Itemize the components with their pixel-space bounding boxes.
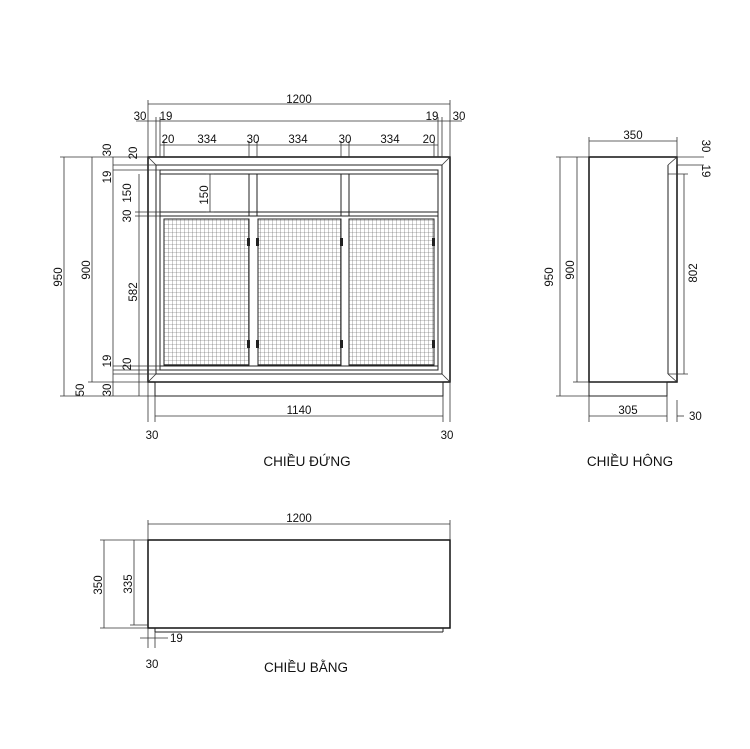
dim-shelf-150-left: 150 xyxy=(122,183,134,202)
dim-door-582: 582 xyxy=(128,282,140,301)
side-dim-top-19: 19 xyxy=(699,165,711,178)
front-bevel-line xyxy=(147,373,157,383)
dim-top-30: 30 xyxy=(102,144,114,157)
front-inner-body xyxy=(159,169,439,371)
dim-right-inner: 19 xyxy=(426,111,439,123)
front-view: 1200 30 19 19 30 20 334 30 334 30 334 20… xyxy=(53,94,465,469)
front-bevel-line xyxy=(147,156,157,166)
dim-left-inner: 19 xyxy=(160,111,173,123)
hinge-icon xyxy=(432,340,435,348)
dim-rail-30: 30 xyxy=(122,210,134,223)
hinge-icon xyxy=(340,238,343,246)
front-door-rattan-1 xyxy=(163,218,250,366)
side-bevel-line xyxy=(667,373,678,383)
hinge-icon xyxy=(247,238,250,246)
side-dim-depth: 350 xyxy=(623,130,642,142)
front-view-title: CHIỀU ĐỨNG xyxy=(263,454,350,469)
hinge-icon xyxy=(247,340,250,348)
side-dim-height-900: 900 xyxy=(565,260,577,279)
dim-left-gap: 20 xyxy=(162,134,175,146)
dim-base-50: 50 xyxy=(75,384,87,397)
dim-base-width: 1140 xyxy=(287,405,312,417)
dim-top-20: 20 xyxy=(128,147,140,160)
side-view: 350 30 19 950 900 802 305 30 CHIỀU HÔNG xyxy=(544,130,711,469)
hinge-icon xyxy=(256,340,259,348)
dim-left-frame: 30 xyxy=(134,111,147,123)
side-dim-base-depth: 305 xyxy=(618,405,637,417)
dim-bottom-19: 19 xyxy=(102,355,114,368)
front-base-plinth xyxy=(154,381,444,397)
dim-shelf-150: 150 xyxy=(199,185,211,204)
top-dim-depth-335: 335 xyxy=(123,574,135,593)
dim-bottom-20: 20 xyxy=(122,358,134,371)
top-dim-width: 1200 xyxy=(286,513,312,525)
front-divider-post xyxy=(248,173,258,217)
hinge-icon xyxy=(432,238,435,246)
front-bevel-line xyxy=(441,156,451,166)
dim-door-1: 334 xyxy=(197,134,217,146)
dim-base-right-30: 30 xyxy=(441,430,454,442)
front-divider-post xyxy=(340,173,350,217)
dim-right-gap: 20 xyxy=(423,134,436,146)
front-bevel-line xyxy=(441,373,451,383)
dim-door-2: 334 xyxy=(288,134,308,146)
side-base-plinth xyxy=(588,381,668,397)
top-dim-depth-350: 350 xyxy=(93,575,105,594)
dim-top-19: 19 xyxy=(102,171,114,184)
dim-door-3: 334 xyxy=(380,134,400,146)
dim-height-900: 900 xyxy=(81,260,93,279)
side-bevel-line xyxy=(667,156,678,166)
hinge-icon xyxy=(340,340,343,348)
top-cabinet-outline xyxy=(147,539,451,629)
side-dim-top-30: 30 xyxy=(699,140,711,153)
side-dim-back-30: 30 xyxy=(689,411,702,423)
hinge-icon xyxy=(256,238,259,246)
front-cabinet-inner-frame xyxy=(155,164,443,375)
front-door-rattan-3 xyxy=(348,218,435,366)
dim-height-950: 950 xyxy=(53,267,65,286)
side-dim-height-950: 950 xyxy=(544,267,556,286)
top-dim-inset-19: 19 xyxy=(170,633,183,645)
dim-right-frame: 30 xyxy=(453,111,466,123)
top-dim-offset-30: 30 xyxy=(146,659,159,671)
side-dim-height-802: 802 xyxy=(688,263,700,282)
dim-base-left-30: 30 xyxy=(146,430,159,442)
side-cabinet-outline xyxy=(588,156,678,383)
dim-divider-1: 30 xyxy=(247,134,260,146)
dim-divider-2: 30 xyxy=(339,134,352,146)
front-door-rattan-2 xyxy=(257,218,342,366)
dim-base-30: 30 xyxy=(102,384,114,397)
side-view-title: CHIỀU HÔNG xyxy=(587,454,673,469)
top-view-title: CHIỀU BẰNG xyxy=(264,660,348,675)
dim-overall-width: 1200 xyxy=(286,94,312,106)
top-view: 1200 350 335 19 30 CHIỀU BẰNG xyxy=(93,513,451,675)
